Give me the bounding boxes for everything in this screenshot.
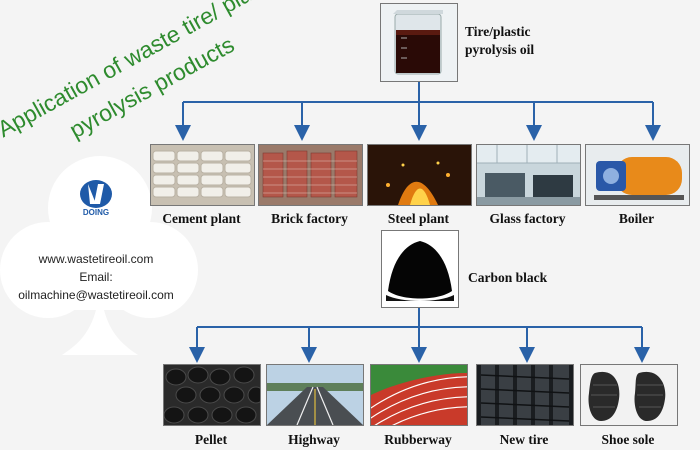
cement-bags-image	[150, 144, 255, 206]
oil-label-line-2: pyrolysis oil	[465, 42, 535, 57]
brick-stacks-image	[258, 144, 363, 206]
running-track-image	[370, 364, 468, 426]
doing-logo-icon	[80, 180, 112, 208]
carbon-label: Carbon black	[468, 270, 548, 285]
oil-use-label-cement: Cement plant	[162, 211, 241, 226]
carbon-use-label-highway: Highway	[288, 432, 340, 447]
pellets-image	[163, 364, 261, 426]
carbon-black-image	[381, 230, 459, 308]
contact-email-label: Email:	[79, 270, 113, 284]
shoe-sole-image	[580, 364, 678, 426]
contact-email: oilmachine@wastetireoil.com	[18, 288, 174, 302]
tire-tread-image	[476, 364, 574, 426]
highway-image	[266, 364, 364, 426]
oil-use-label-boiler: Boiler	[618, 211, 655, 226]
contact-website: www.wastetireoil.com	[38, 252, 154, 266]
oil-label-line-1: Tire/plastic	[465, 24, 531, 39]
oil-use-label-glass: Glass factory	[489, 211, 566, 226]
logo-text: DOING	[82, 208, 110, 217]
glass-factory-image	[476, 144, 581, 206]
carbon-use-label-shoesole: Shoe sole	[601, 432, 655, 447]
carbon-use-label-pellet: Pellet	[194, 432, 228, 447]
molten-steel-image	[367, 144, 472, 206]
oil-use-label-steel: Steel plant	[387, 211, 450, 226]
carbon-use-label-rubberway: Rubberway	[384, 432, 452, 447]
oil-use-label-brick: Brick factory	[271, 211, 348, 226]
carbon-use-label-newtire: New tire	[499, 432, 549, 447]
pyrolysis-oil-beaker-image	[380, 3, 458, 82]
contact-club-shape	[0, 156, 198, 355]
boiler-image	[585, 144, 690, 206]
